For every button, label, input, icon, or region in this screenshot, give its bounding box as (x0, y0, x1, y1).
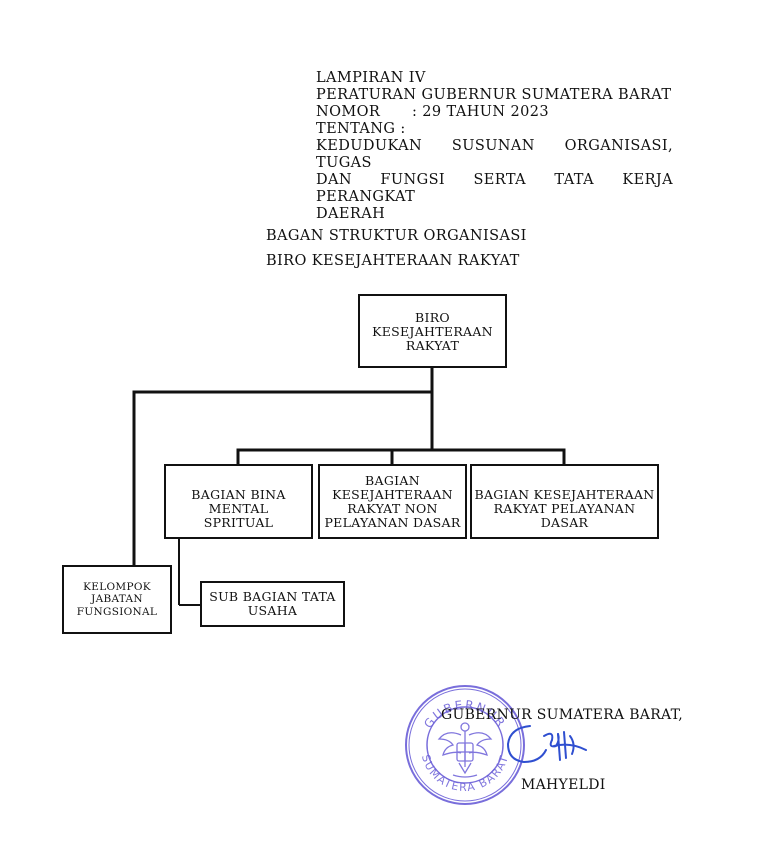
box-kelompok-jabatan-fungsional: KELOMPOK JABATAN FUNGSIONAL (62, 565, 172, 634)
box-text: BAGIAN (365, 472, 420, 488)
box-biro-kesejahteraan-rakyat: BIRO KESEJAHTERAAN RAKYAT (358, 294, 507, 368)
signer-name: MAHYELDI (521, 777, 606, 793)
about-line-1: KEDUDUKAN SUSUNAN ORGANISASI, TUGAS (316, 138, 673, 171)
box-sub-bagian-tata-usaha: SUB BAGIAN TATA USAHA (200, 581, 345, 627)
box-text: FUNGSIONAL (76, 605, 158, 618)
box-bagian-bina-mental: BAGIAN BINA MENTAL SPRITUAL (164, 464, 313, 539)
box-text: KELOMPOK (83, 580, 151, 593)
box-text: SPRITUAL (203, 515, 274, 530)
box-text: KESEJAHTERAAN (332, 486, 453, 502)
nomor-value: : 29 TAHUN 2023 (412, 104, 549, 120)
box-text: KESEJAHTERAAN (372, 324, 493, 339)
peraturan-label: PERATURAN GUBERNUR SUMATERA BARAT (316, 87, 672, 103)
lampiran-label: LAMPIRAN IV (316, 70, 426, 86)
document-header: LAMPIRAN IV PERATURAN GUBERNUR SUMATERA … (316, 70, 686, 223)
nomor-label: NOMOR (316, 104, 381, 120)
box-text: RAKYAT PELAYANAN DASAR (493, 501, 636, 530)
box-text: BAGIAN BINA MENTAL (191, 487, 286, 516)
box-text: BIRO (415, 310, 450, 325)
about-line-3: DAERAH (316, 206, 386, 222)
box-text: JABATAN (91, 593, 143, 606)
about-line-2: DAN FUNGSI SERTA TATA KERJA PERANGKAT (316, 172, 673, 205)
box-text: SUB BAGIAN TATA (209, 589, 336, 604)
box-text: PELAYANAN DASAR (324, 514, 461, 530)
chart-subtitle: BIRO KESEJAHTERAAN RAKYAT (266, 253, 520, 269)
chart-title: BAGAN STRUKTUR ORGANISASI (266, 228, 527, 244)
official-seal-stamp: GUBERNUR SUMATERA BARAT (405, 685, 525, 805)
box-bagian-non-pelayanan-dasar: BAGIAN KESEJAHTERAAN RAKYAT NON PELAYANA… (318, 464, 467, 539)
tentang-label: TENTANG : (316, 121, 406, 137)
signer-position: GUBERNUR SUMATERA BARAT, (441, 707, 684, 723)
nomor-row: NOMOR : 29 TAHUN 2023 (316, 104, 686, 121)
handwritten-signature (507, 725, 587, 763)
box-text: RAKYAT (405, 338, 460, 353)
garuda-emblem-icon (437, 722, 493, 778)
box-bagian-pelayanan-dasar: BAGIAN KESEJAHTERAAN RAKYAT PELAYANAN DA… (470, 464, 659, 539)
box-text: RAKYAT NON (347, 500, 438, 516)
box-text: USAHA (247, 603, 298, 618)
box-text: BAGIAN KESEJAHTERAAN (474, 487, 655, 502)
